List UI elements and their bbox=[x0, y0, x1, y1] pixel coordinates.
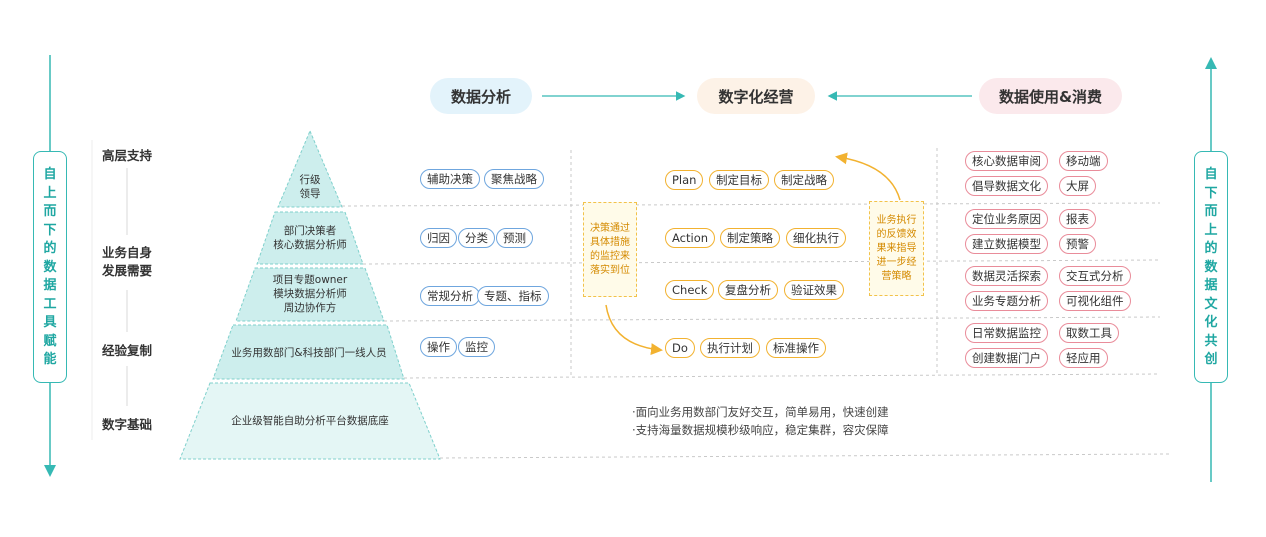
tag-check: Check bbox=[665, 280, 715, 300]
tag-create-portal: 创建数据门户 bbox=[965, 348, 1048, 368]
tag-build-model: 建立数据模型 bbox=[965, 234, 1048, 254]
tag-refine-execute: 细化执行 bbox=[786, 228, 846, 248]
curve-up-to-plan bbox=[835, 152, 901, 201]
tag-interactive-analysis: 交互式分析 bbox=[1059, 266, 1131, 286]
tag-set-strategy: 制定战略 bbox=[774, 170, 834, 190]
pyramid-text-2: 部门决策者 核心数据分析师 bbox=[273, 225, 347, 251]
top-data-consumption: 数据使用&消费 bbox=[979, 78, 1122, 114]
tag-predict: 预测 bbox=[496, 228, 533, 248]
top-data-analysis: 数据分析 bbox=[430, 78, 532, 114]
tag-action: Action bbox=[665, 228, 716, 248]
pyramid-text-5: 企业级智能自助分析平台数据底座 bbox=[231, 415, 389, 427]
tag-attribution: 归因 bbox=[420, 228, 457, 248]
tag-fetch-tool: 取数工具 bbox=[1059, 323, 1119, 343]
tag-topic-index: 专题、指标 bbox=[477, 286, 549, 306]
tag-regular-analysis: 常规分析 bbox=[420, 286, 480, 306]
tag-data-culture: 倡导数据文化 bbox=[965, 176, 1048, 196]
left-vertical-box: 自上而下的数据工具赋能 bbox=[33, 151, 67, 383]
tag-topic-analysis: 业务专题分析 bbox=[965, 291, 1048, 311]
tag-mobile: 移动端 bbox=[1059, 151, 1108, 171]
label-senior-support: 高层支持 bbox=[96, 145, 158, 164]
right-vertical-box: 自下而上的数据文化共创 bbox=[1194, 151, 1228, 383]
label-experience-copy: 经验复制 bbox=[96, 340, 158, 359]
tag-make-tactics: 制定策略 bbox=[720, 228, 780, 248]
tag-visual-components: 可视化组件 bbox=[1059, 291, 1131, 311]
tag-assist-decision: 辅助决策 bbox=[420, 169, 480, 189]
curve-down-to-do bbox=[605, 304, 663, 356]
tag-monitor: 监控 bbox=[458, 337, 495, 357]
tag-set-goal: 制定目标 bbox=[709, 170, 769, 190]
pyramid-text-1: 行级 领导 bbox=[299, 174, 321, 200]
tag-light-app: 轻应用 bbox=[1059, 348, 1108, 368]
note-feedback-strategy: 业务执行 的反馈效 果来指导 进一步经 营策略 bbox=[869, 201, 924, 296]
tag-review-analysis: 复盘分析 bbox=[718, 280, 778, 300]
label-digital-foundation: 数字基础 bbox=[96, 414, 158, 433]
note-decision-monitor: 决策通过 具体措施 的监控来 落实到位 bbox=[583, 202, 637, 297]
tag-focus-strategy: 聚焦战略 bbox=[484, 169, 544, 189]
label-business-needs: 业务自身 发展需要 bbox=[96, 244, 158, 280]
pyramid-text-4: 业务用数部门&科技部门一线人员 bbox=[231, 347, 387, 359]
pyramid-layer-1 bbox=[277, 129, 343, 208]
tag-execute-plan: 执行计划 bbox=[700, 338, 760, 358]
tag-verify-effect: 验证效果 bbox=[784, 280, 844, 300]
tag-flexible-explore: 数据灵活探索 bbox=[965, 266, 1048, 286]
right-vertical-text: 自下而上的数据文化共创 bbox=[1204, 167, 1218, 367]
tag-big-screen: 大屏 bbox=[1059, 176, 1096, 196]
pyramid-text-3: 项目专题owner 模块数据分析师 周边协作方 bbox=[272, 274, 348, 314]
bottom-line-2: ·支持海量数据规模秒级响应，稳定集群，容灾保障 bbox=[632, 423, 889, 437]
tag-operate: 操作 bbox=[420, 337, 457, 357]
tag-report: 报表 bbox=[1059, 209, 1096, 229]
tag-do: Do bbox=[665, 338, 695, 358]
pyramid-layer-5 bbox=[179, 382, 441, 460]
pyramid-layer-4 bbox=[212, 324, 405, 380]
tag-daily-monitor: 日常数据监控 bbox=[965, 323, 1048, 343]
tag-core-review: 核心数据审阅 bbox=[965, 151, 1048, 171]
bottom-line-1: ·面向业务用数部门友好交互，简单易用，快速创建 bbox=[632, 405, 889, 419]
tag-alert: 预警 bbox=[1059, 234, 1096, 254]
top-digital-operation: 数字化经营 bbox=[697, 78, 815, 114]
tag-classify: 分类 bbox=[458, 228, 495, 248]
tag-standard-operation: 标准操作 bbox=[766, 338, 826, 358]
tag-plan: Plan bbox=[665, 170, 704, 190]
left-vertical-text: 自上而下的数据工具赋能 bbox=[43, 167, 57, 367]
tag-locate-reason: 定位业务原因 bbox=[965, 209, 1048, 229]
